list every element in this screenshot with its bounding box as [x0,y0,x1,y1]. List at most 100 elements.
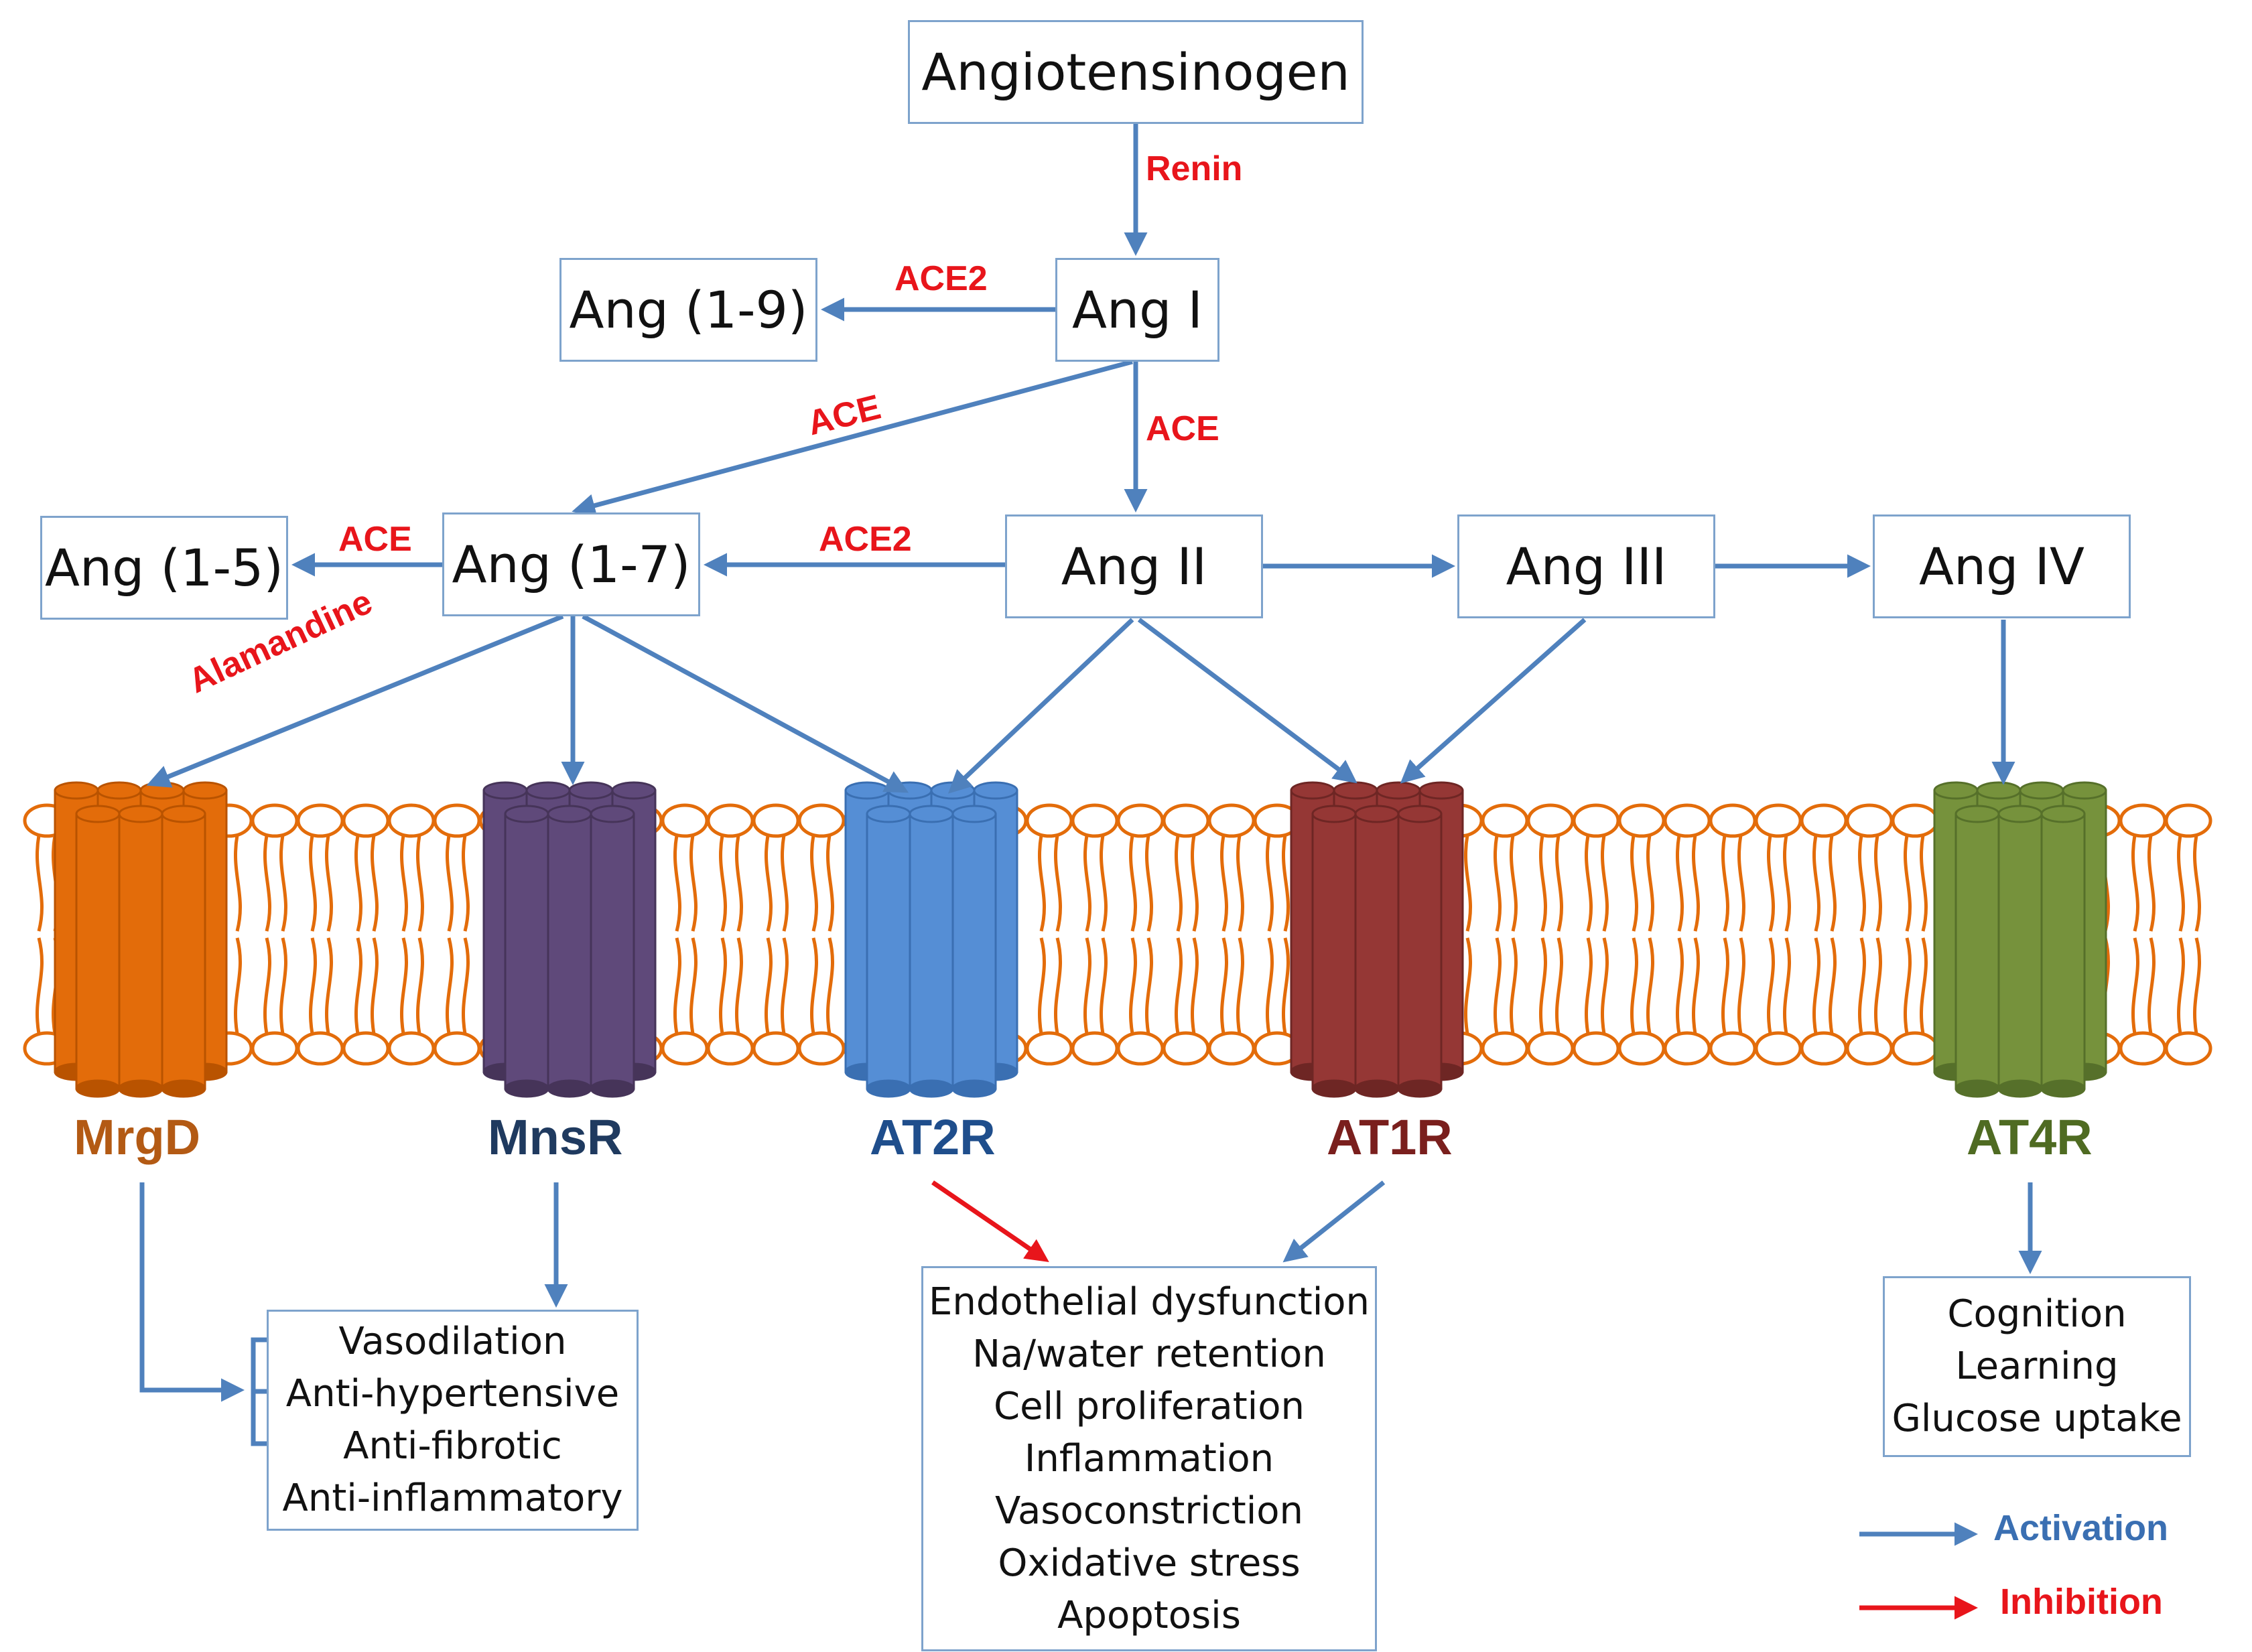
receptor-label-mrgd: MrgD [74,1109,201,1165]
lipid-tail [446,937,454,1034]
lipid-tail [1054,835,1063,932]
lipid-tail [1555,937,1564,1034]
enzyme-ace-down: ACE [1146,409,1219,448]
effect-item: Cell proliferation [994,1384,1305,1428]
lipid-head-top [1891,803,1939,838]
at4-effects-box: Cognition Learning Glucose uptake [1883,1276,2191,1457]
lipid-tail [1266,835,1274,932]
activation-arrow [139,1182,245,1402]
arrow-layer [139,124,2042,1620]
lipid-head-top [1481,803,1529,838]
lipid-head-top [1162,803,1210,838]
lipid-head-top [2119,803,2167,838]
lipid-tail [400,937,409,1034]
lipid-tail [1858,937,1867,1034]
harmful-effects-box: Endothelial dysfunction Na/water retenti… [921,1266,1377,1651]
lipid-tail [1737,937,1746,1034]
lipid-tail [234,937,243,1034]
lipid-tail [354,937,363,1034]
lipid-tail [1783,937,1792,1034]
lipid-tail [1676,937,1684,1034]
legend-activation-label: Activation [1993,1508,2169,1548]
lipid-tail [689,835,698,932]
lipid-tail [1874,937,1883,1034]
lipid-head-bottom [706,1031,754,1066]
activation-arrow [1137,618,1357,784]
lipid-tail [1129,937,1138,1034]
lipid-head-bottom [1709,1031,1757,1066]
enzyme-ace2-mid: ACE2 [819,520,912,559]
ang15-label: Ang (1-5) [45,538,283,598]
lipid-tail [1464,835,1473,932]
effect-item: Glucose uptake [1892,1397,2182,1440]
lipid-tail [416,835,425,932]
lipid-tail [234,835,243,932]
lipid-head-bottom [1116,1031,1165,1066]
lipid-tail [36,835,44,932]
receptor-mnsr [482,781,657,1098]
lipid-head-top [661,803,709,838]
lipid-head-bottom [661,1031,709,1066]
lipid-tail [1920,937,1928,1034]
receptor-label-at1r: AT1R [1327,1109,1453,1165]
ang4-box: Ang IV [1873,514,2131,618]
lipid-tail [371,937,379,1034]
lipid-head-top [706,803,754,838]
enzyme-ace-left: ACE [338,520,412,559]
lipid-head-top [433,803,481,838]
activation-arrow [582,614,909,793]
lipid-head-bottom [752,1031,800,1066]
lipid-tail [1282,937,1290,1034]
lipid-tail [1220,835,1229,932]
inhibition-arrow [931,1180,1049,1262]
ang2-label: Ang II [1061,537,1207,596]
lipid-head-top [1116,803,1165,838]
lipid-tail [1812,835,1821,932]
lipid-tail [1539,835,1548,932]
lipid-head-bottom [387,1031,436,1066]
receptor-mrgd [54,781,228,1098]
angiotensinogen-box: Angiotensinogen [908,20,1364,124]
lipid-tail [1282,835,1290,932]
lipid-tail [1100,835,1108,932]
lipid-tail [1601,937,1609,1034]
lipid-tail [1266,937,1274,1034]
lipid-head-bottom [296,1031,344,1066]
lipid-tail [1630,937,1639,1034]
receptor-label-at2r: AT2R [870,1109,996,1165]
effect-item: Endothelial dysfunction [929,1280,1370,1324]
receptor-at1r [1290,781,1464,1098]
lipid-tail [1236,937,1245,1034]
lipid-tail [1145,937,1154,1034]
lipid-tail [1721,937,1730,1034]
lipid-tail [673,835,682,932]
ang3-label: Ang III [1506,537,1667,596]
ang3-box: Ang III [1457,514,1715,618]
lipid-head-bottom [2119,1031,2167,1066]
lipid-tail [1829,937,1837,1034]
lipid-tail [1539,937,1548,1034]
lipid-tail [1920,835,1928,932]
lipid-head-bottom [342,1031,390,1066]
activation-arrow [1282,1180,1386,1263]
effect-item: Vasodilation [338,1320,567,1363]
lipid-tail [1630,835,1639,932]
enzyme-ace2-top: ACE2 [895,259,988,298]
protective-effects-box: Vasodilation Anti-hypertensive Anti-fibr… [267,1310,639,1531]
lipid-tail [1038,835,1047,932]
lipid-tail [2177,835,2186,932]
lipid-tail [446,835,454,932]
lipid-tail [1510,937,1518,1034]
lipid-head-bottom [1162,1031,1210,1066]
lipid-tail [2193,835,2202,932]
ang19-label: Ang (1-9) [569,280,808,340]
lipid-tail [354,835,363,932]
lipid-tail [765,937,773,1034]
ang1-label: Ang I [1072,280,1203,340]
lipid-tail [1175,835,1183,932]
lipid-tail [309,835,318,932]
lipid-tail [1585,937,1593,1034]
lipid-head-bottom [1891,1031,1939,1066]
ang15-box: Ang (1-5) [40,516,288,620]
